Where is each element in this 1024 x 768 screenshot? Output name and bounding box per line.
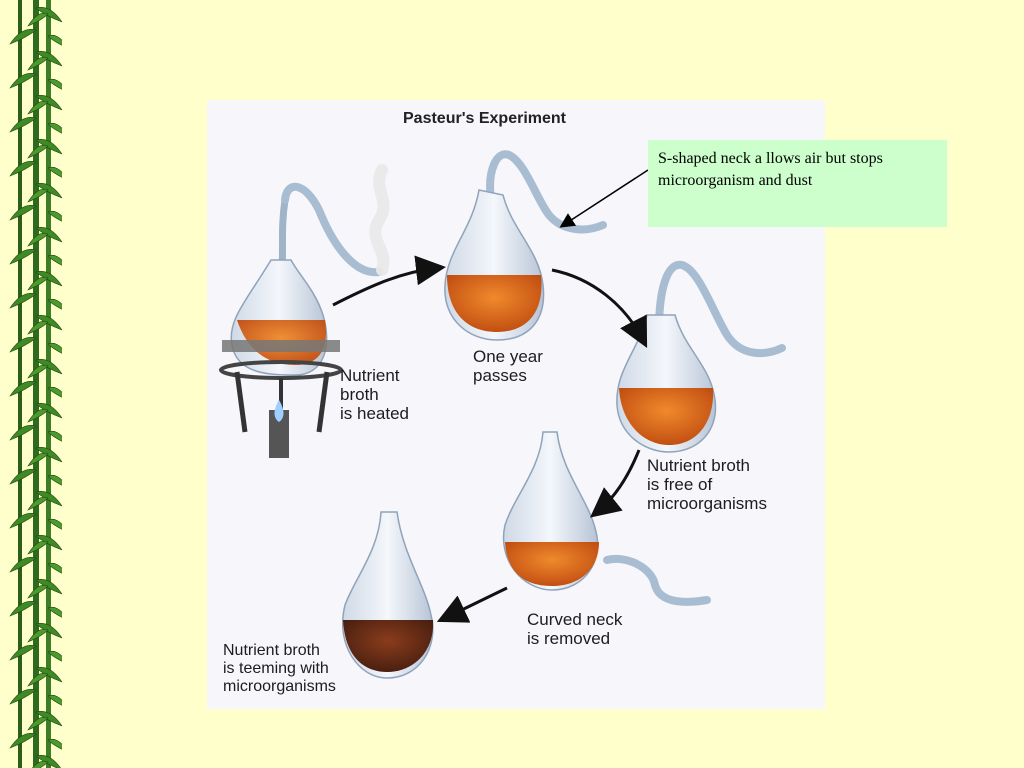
- bamboo-leaf: [35, 227, 62, 243]
- bamboo-leaf: [35, 755, 61, 768]
- bamboo-leaf: [27, 320, 49, 335]
- figure-title: Pasteur's Experiment: [403, 110, 566, 127]
- arrow-heated-to-year: [332, 255, 446, 307]
- bamboo-leaf: [9, 381, 37, 397]
- bamboo-leaf: [47, 650, 62, 662]
- label-one-year-passes: One year passes: [473, 347, 543, 385]
- bamboo-leaf: [9, 733, 37, 749]
- bamboo-leaf: [35, 667, 62, 683]
- bamboo-leaf: [47, 78, 62, 90]
- bamboo-leaf: [9, 337, 37, 353]
- bamboo-leaf: [9, 293, 37, 309]
- bamboo-leaf: [27, 628, 49, 643]
- bamboo-leaf: [47, 210, 62, 222]
- bamboo-leaf: [9, 117, 37, 133]
- bamboo-leaf: [47, 562, 62, 574]
- bamboo-leaf: [35, 315, 62, 331]
- bamboo-leaf: [47, 166, 62, 178]
- bamboo-leaf: [9, 161, 37, 177]
- label-broth-heated: Nutrient broth is heated: [340, 366, 409, 423]
- bamboo-leaf: [47, 298, 62, 310]
- bamboo-border-decoration: [0, 0, 62, 768]
- bamboo-leaf: [27, 540, 49, 555]
- experiment-figure: Pasteur's Experiment Nutrient broth is h…: [207, 100, 825, 709]
- label-broth-teeming: Nutrient broth is teeming with microorga…: [223, 642, 336, 695]
- bamboo-leaf: [47, 386, 62, 398]
- bamboo-leaf: [9, 425, 37, 441]
- bamboo-leaf: [35, 51, 62, 67]
- bamboo-leaf: [9, 689, 37, 705]
- bamboo-leaf: [27, 276, 49, 291]
- bamboo-leaf: [27, 408, 49, 423]
- bamboo-leaf: [27, 496, 49, 511]
- bamboo-leaf: [27, 672, 49, 687]
- bamboo-leaf: [47, 474, 62, 486]
- callout-box: S-shaped neck a llows air but stops micr…: [648, 140, 947, 227]
- bamboo-leaf: [27, 188, 49, 203]
- bamboo-leaf: [9, 73, 37, 89]
- bamboo-leaf: [27, 232, 49, 247]
- arrow-removed-to-teeming: [436, 586, 508, 623]
- bamboo-leaf: [27, 716, 49, 731]
- bamboo-leaf: [47, 254, 62, 266]
- arrow-free-to-removed: [589, 449, 641, 518]
- bamboo-leaf: [35, 535, 62, 551]
- bamboo-leaf: [35, 623, 62, 639]
- flask-heated: [219, 164, 390, 458]
- bamboo-leaf: [9, 205, 37, 221]
- bamboo-leaf: [47, 694, 62, 706]
- bamboo-leaf: [27, 100, 49, 115]
- bamboo-leaf: [47, 518, 62, 530]
- bamboo-leaf: [9, 513, 37, 529]
- bamboo-leaf: [47, 738, 62, 750]
- bamboo-leaf: [27, 12, 49, 27]
- bamboo-leaf: [35, 7, 62, 23]
- bamboo-leaf: [35, 403, 62, 419]
- bamboo-leaf: [35, 447, 62, 463]
- bamboo-leaf: [9, 645, 37, 661]
- bamboo-leaf: [35, 711, 62, 727]
- bamboo-leaf: [35, 271, 62, 287]
- label-neck-removed: Curved neck is removed: [527, 610, 623, 648]
- bamboo-leaf: [35, 95, 62, 111]
- bamboo-leaf: [35, 139, 62, 155]
- bamboo-leaf: [27, 584, 49, 599]
- bamboo-leaf: [35, 491, 62, 507]
- bamboo-leaf: [32, 760, 49, 768]
- bamboo-leaf: [47, 34, 62, 46]
- experiment-illustration: [219, 150, 786, 679]
- flask-one-year: [444, 150, 607, 341]
- bamboo-leaf: [27, 56, 49, 71]
- bamboo-leaf: [35, 359, 62, 375]
- bamboo-leaf: [9, 29, 37, 45]
- bamboo-leaf: [27, 364, 49, 379]
- flask-free: [616, 260, 786, 453]
- bamboo-leaf: [9, 469, 37, 485]
- flask-teeming: [341, 511, 434, 679]
- bamboo-leaf: [35, 579, 62, 595]
- bamboo-leaf: [27, 452, 49, 467]
- callout-text: S-shaped neck a llows air but stops micr…: [658, 150, 883, 189]
- bamboo-leaf: [9, 601, 37, 617]
- arrow-year-to-free: [551, 268, 648, 349]
- bamboo-leaf: [9, 557, 37, 573]
- label-broth-free: Nutrient broth is free of microorganisms: [647, 456, 767, 513]
- bamboo-leaf: [47, 342, 62, 354]
- bamboo-leaf: [47, 606, 62, 618]
- flask-neck-removed: [502, 431, 711, 606]
- bamboo-leaf: [35, 183, 62, 199]
- bamboo-leaf: [9, 249, 37, 265]
- bamboo-leaf: [27, 144, 49, 159]
- bamboo-leaf: [47, 430, 62, 442]
- bamboo-leaf: [47, 122, 62, 134]
